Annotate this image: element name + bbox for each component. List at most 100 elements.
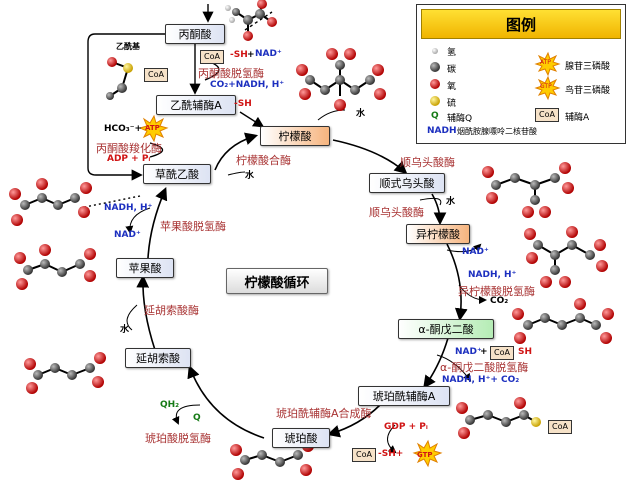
- legend-nadh: 烟酰胺腺嘌呤二核苷酸: [457, 127, 537, 136]
- legend-nadh-symbol: NADH: [427, 126, 457, 136]
- node-acetyl-coa[interactable]: 乙酰辅酶A: [156, 95, 236, 115]
- acetylcoa-sh: -SH: [234, 99, 252, 109]
- cycle-title: 柠檬酸循环: [226, 268, 328, 294]
- sdh-qh2: QH₂: [160, 400, 180, 410]
- arrow-succinate-fumarate: [187, 365, 265, 439]
- legend: 图例 氢 碳 氧 硫 Q 辅酶Q NADH 烟酰胺腺嘌呤二核苷酸 ATP 腺苷三…: [416, 4, 626, 144]
- legend-coa: 辅酶A: [565, 113, 590, 123]
- idh-nadh: NADH, H⁺: [468, 270, 517, 280]
- node-succinate[interactable]: 琥珀酸: [272, 428, 330, 448]
- enzyme-aconitase-2: 顺乌头酸酶: [369, 206, 424, 219]
- legend-hydrogen: 氢: [447, 48, 457, 58]
- molecule-citrate: [296, 48, 386, 111]
- node-oxaloacetate[interactable]: 草酰乙酸: [143, 164, 211, 184]
- pdh-plus: +: [247, 50, 255, 60]
- pdh-products: CO₂+NADH, H⁺: [210, 80, 285, 90]
- enzyme-succinate-dehydrogenase: 琥珀酸脱氢酶: [145, 432, 211, 445]
- legend-q-symbol: Q: [431, 111, 439, 121]
- water-fumarase: 水: [120, 325, 130, 335]
- molecule-pyruvate: [225, 0, 277, 41]
- legend-gtp: 鸟苷三磷酸: [565, 86, 611, 96]
- gtp-star-icon: [412, 439, 443, 468]
- arrow-citrate-cisaconitate: [332, 139, 408, 175]
- oxygen-atom-icon: [430, 79, 440, 89]
- legend-coenzyme-q: 辅酶Q: [447, 114, 473, 124]
- legend-title: 图例: [421, 9, 621, 39]
- molecule-succinyl-coa: [456, 397, 541, 439]
- molecule-cis-aconitate: [482, 162, 574, 218]
- coa-scs: CoA: [352, 448, 376, 462]
- pyruvate-arrows: [79, 4, 273, 209]
- coa-pdh: CoA: [200, 50, 224, 64]
- node-cis-aconitate[interactable]: 顺式乌头酸: [369, 173, 445, 193]
- gtp-legend-icon: [534, 75, 561, 101]
- legend-coa-symbol: CoA: [535, 108, 559, 122]
- node-fumarate[interactable]: 延胡索酸: [125, 348, 191, 368]
- scs-gtp: GTP: [417, 451, 433, 459]
- enzyme-isocitrate-dehydrogenase: 异柠檬酸脱氢酶: [458, 285, 535, 298]
- enzyme-citrate-synthase: 柠檬酸合酶: [236, 154, 291, 167]
- pc-hco3: HCO₃⁻+: [104, 124, 143, 134]
- sdh-q: Q: [193, 413, 201, 423]
- pc-atp: ATP: [145, 124, 160, 132]
- enzyme-fumarase: 延胡索酸酶: [144, 304, 199, 317]
- enzyme-aconitase-1: 顺乌头酸酶: [400, 156, 455, 169]
- molecule-akg: [512, 298, 614, 344]
- arrow-akg-succinylcoa: [423, 337, 449, 389]
- node-pyruvate[interactable]: 丙酮酸: [165, 24, 225, 44]
- enzyme-malate-dehydrogenase: 苹果酸脱氢酶: [160, 220, 226, 233]
- legend-sulfur: 硫: [447, 99, 457, 109]
- molecule-fumarate: [24, 352, 106, 394]
- idh-co2: CO₂: [490, 296, 509, 306]
- legend-atp: 腺苷三磷酸: [565, 62, 611, 72]
- pc-adp: ADP + Pᵢ: [107, 154, 151, 164]
- idh-nad: NAD⁺: [462, 247, 489, 257]
- node-succinyl-coa[interactable]: 琥珀酰辅酶A: [358, 386, 450, 406]
- akgdh-products: NADH, H⁺+ CO₂: [442, 375, 520, 385]
- molecule-malate: [14, 244, 96, 290]
- water-citrate: 水: [356, 109, 366, 119]
- water-oxaloacetate: 水: [245, 171, 255, 181]
- arrow-oxaloacetate-citrate: [214, 132, 259, 171]
- akgdh-nad: NAD⁺: [455, 347, 482, 357]
- node-citrate[interactable]: 柠檬酸: [260, 126, 330, 146]
- akgdh-sh: SH: [518, 347, 533, 357]
- acetyl-group-label: 乙酰基: [116, 42, 140, 51]
- sulfur-atom-icon: [430, 96, 440, 106]
- enzyme-succinyl-coa-synthetase: 琥珀酰辅酶A合成酶: [276, 407, 372, 420]
- arrow-isocitrate-akg: [446, 243, 468, 322]
- pdh-sh: -SH: [230, 50, 248, 60]
- coa-succinyl: CoA: [548, 420, 572, 434]
- coa-akgdh: CoA: [490, 346, 514, 360]
- molecule-isocitrate: [524, 226, 608, 288]
- molecule-acetyl: [106, 57, 133, 100]
- arrow-cisaconitate-isocitrate: [431, 193, 447, 226]
- coa-acetyl: CoA: [144, 68, 168, 82]
- enzyme-pyruvate-dehydrogenase: 丙酮酸脱氢酶: [198, 67, 264, 80]
- akgdh-plus: +: [480, 347, 488, 357]
- scs-sh: -SH+: [378, 449, 404, 459]
- legend-carbon: 碳: [447, 65, 457, 75]
- enzyme-pyruvate-carboxylase: 丙酮酸羧化酶: [96, 142, 162, 155]
- atp-star-icon: [138, 114, 169, 143]
- carbon-atom-icon: [430, 62, 440, 72]
- pdh-nad: NAD⁺: [255, 49, 282, 59]
- molecule-oxaloacetate: [9, 178, 92, 226]
- node-isocitrate[interactable]: 异柠檬酸: [406, 224, 470, 244]
- legend-oxygen: 氧: [447, 82, 457, 92]
- legend-gtp-symbol: GTP: [540, 83, 552, 90]
- scs-gdp: GDP + Pᵢ: [384, 422, 428, 432]
- legend-atp-symbol: ATP: [540, 59, 551, 66]
- enzyme-akg-dehydrogenase: α-酮戊二酸脱氢酶: [440, 361, 529, 374]
- legend-icons: [430, 48, 561, 106]
- mdh-nadh: NADH, H⁺: [104, 203, 153, 213]
- node-malate[interactable]: 苹果酸: [116, 258, 174, 278]
- molecule-succinate: [230, 440, 314, 480]
- arrow-succinylcoa-succinate: [326, 404, 381, 438]
- side-arrows: [125, 109, 487, 454]
- water-aconitase: 水: [446, 197, 456, 207]
- atp-legend-icon: [534, 51, 561, 77]
- arrow-fumarate-malate: [136, 274, 156, 351]
- node-akg[interactable]: α-酮戊二酸: [398, 319, 494, 339]
